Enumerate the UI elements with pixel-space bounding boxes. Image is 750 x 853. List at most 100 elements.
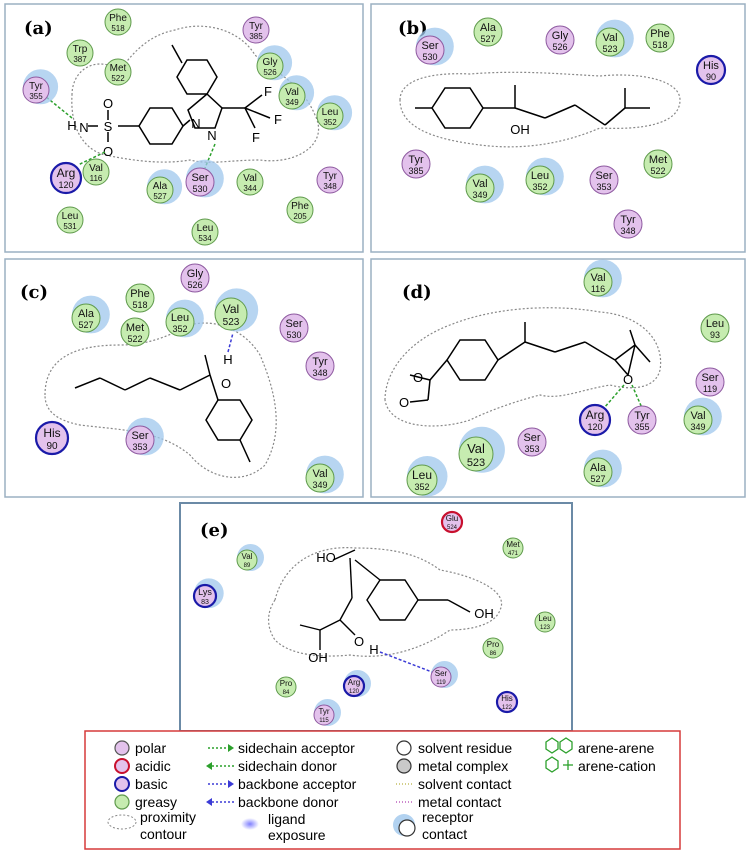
residue-disc (146, 176, 174, 204)
residue-name: Phe (109, 13, 127, 24)
legend-solvent-residue: solvent residue (418, 740, 512, 756)
residue-number: 353 (132, 442, 147, 452)
residue-disc (279, 313, 309, 343)
residue-number: 523 (223, 317, 240, 328)
residue-name: Lys (198, 587, 212, 597)
residue-name: Leu (706, 318, 724, 330)
panel-a-atom-h: H (67, 118, 76, 133)
residue-number: 349 (312, 480, 327, 490)
legend-polar: polar (135, 740, 166, 756)
residue-name: Leu (62, 211, 79, 222)
residue-name: Val (602, 32, 617, 44)
panel-e-atom-oh1: OH (474, 606, 494, 621)
legend-backbone-acceptor: backbone acceptor (238, 776, 357, 792)
residue-disc (583, 267, 613, 297)
residue-name: Glu (446, 514, 458, 523)
legend-acidic-swatch (114, 758, 130, 774)
residue-name: Met (506, 540, 520, 549)
panel-c-frame (4, 258, 364, 498)
panel-c-ligand (44, 322, 277, 478)
residue-disc (305, 351, 335, 381)
residue-number: 116 (90, 174, 103, 183)
residue-number: 352 (532, 182, 547, 192)
residue-number: 518 (132, 300, 147, 310)
panel-a-atom-f3: F (252, 130, 260, 145)
residue-name: Arg (57, 166, 76, 180)
residue-name: His (703, 60, 719, 72)
residue-number: 349 (690, 422, 705, 432)
residue-name: Val (223, 302, 239, 316)
residue-number: 355 (29, 92, 43, 101)
residue-disc (71, 303, 101, 333)
residue-number: 116 (591, 284, 605, 294)
legend-polar-swatch (114, 740, 130, 756)
residue-name: Leu (322, 107, 339, 118)
residue-name: Trp (73, 44, 88, 55)
residue-number: 349 (285, 98, 299, 107)
panel-c-atom-o: O (221, 376, 231, 391)
legend-metal-complex-swatch (396, 758, 412, 774)
residue-disc (34, 420, 70, 456)
residue-number: 385 (408, 166, 423, 176)
residue-name: His (43, 426, 60, 440)
residue-number: 522 (127, 334, 142, 344)
residue-name: Tyr (620, 214, 636, 226)
residue-number: 471 (508, 551, 519, 557)
legend-ligand-exposure-swatch (241, 818, 259, 830)
residue-number: 86 (490, 651, 497, 657)
residue-disc (56, 206, 84, 234)
legend-sidechain-acceptor: sidechain acceptor (238, 740, 355, 756)
residue-disc (695, 54, 727, 86)
panel-c-atom-h: H (223, 352, 232, 367)
residue-number: 530 (422, 52, 437, 62)
residue-disc (613, 209, 643, 239)
residue-number: 120 (58, 180, 73, 190)
legend-receptor-line1: receptor (422, 809, 474, 825)
panel-d-ligand (384, 307, 662, 427)
residue-name: Tyr (318, 707, 329, 716)
residue-layer: Phe518Trp387Met522Tyr385Gly526Val349Leu3… (22, 8, 730, 726)
residue-disc (683, 405, 713, 435)
legend-basic: basic (135, 776, 168, 792)
residue-disc (482, 637, 504, 659)
residue-number: 89 (244, 563, 251, 569)
residue-disc (180, 263, 210, 293)
residue-number: 90 (46, 441, 58, 452)
residue-disc (525, 165, 555, 195)
panel-e-atom-h: H (369, 642, 378, 657)
residue-disc (517, 427, 547, 457)
residue-number: 205 (293, 212, 307, 221)
legend: polar acidic basic greasy proximity cont… (107, 737, 656, 843)
residue-number: 348 (312, 368, 327, 378)
panel-c-hbond-val523 (227, 332, 234, 353)
residue-disc (236, 549, 258, 571)
panel-c-label: (c) (20, 282, 48, 303)
residue-name: Tyr (323, 171, 338, 182)
residue-number: 527 (590, 474, 605, 484)
residue-number: 526 (187, 280, 202, 290)
residue-number: 530 (286, 330, 301, 340)
residue-number: 522 (111, 74, 125, 83)
residue-disc (465, 173, 495, 203)
residue-disc (502, 537, 524, 559)
residue-name: Val (590, 272, 605, 284)
residue-disc (578, 403, 612, 437)
legend-arene-arene: arene-arene (578, 740, 654, 756)
residue-number: 527 (480, 34, 495, 44)
legend-arene-arene-icon (545, 737, 573, 754)
legend-receptor-contact-swatch (398, 819, 416, 837)
residue-disc (104, 8, 132, 36)
residue-number: 352 (414, 482, 429, 492)
residue-name: Val (690, 410, 705, 422)
